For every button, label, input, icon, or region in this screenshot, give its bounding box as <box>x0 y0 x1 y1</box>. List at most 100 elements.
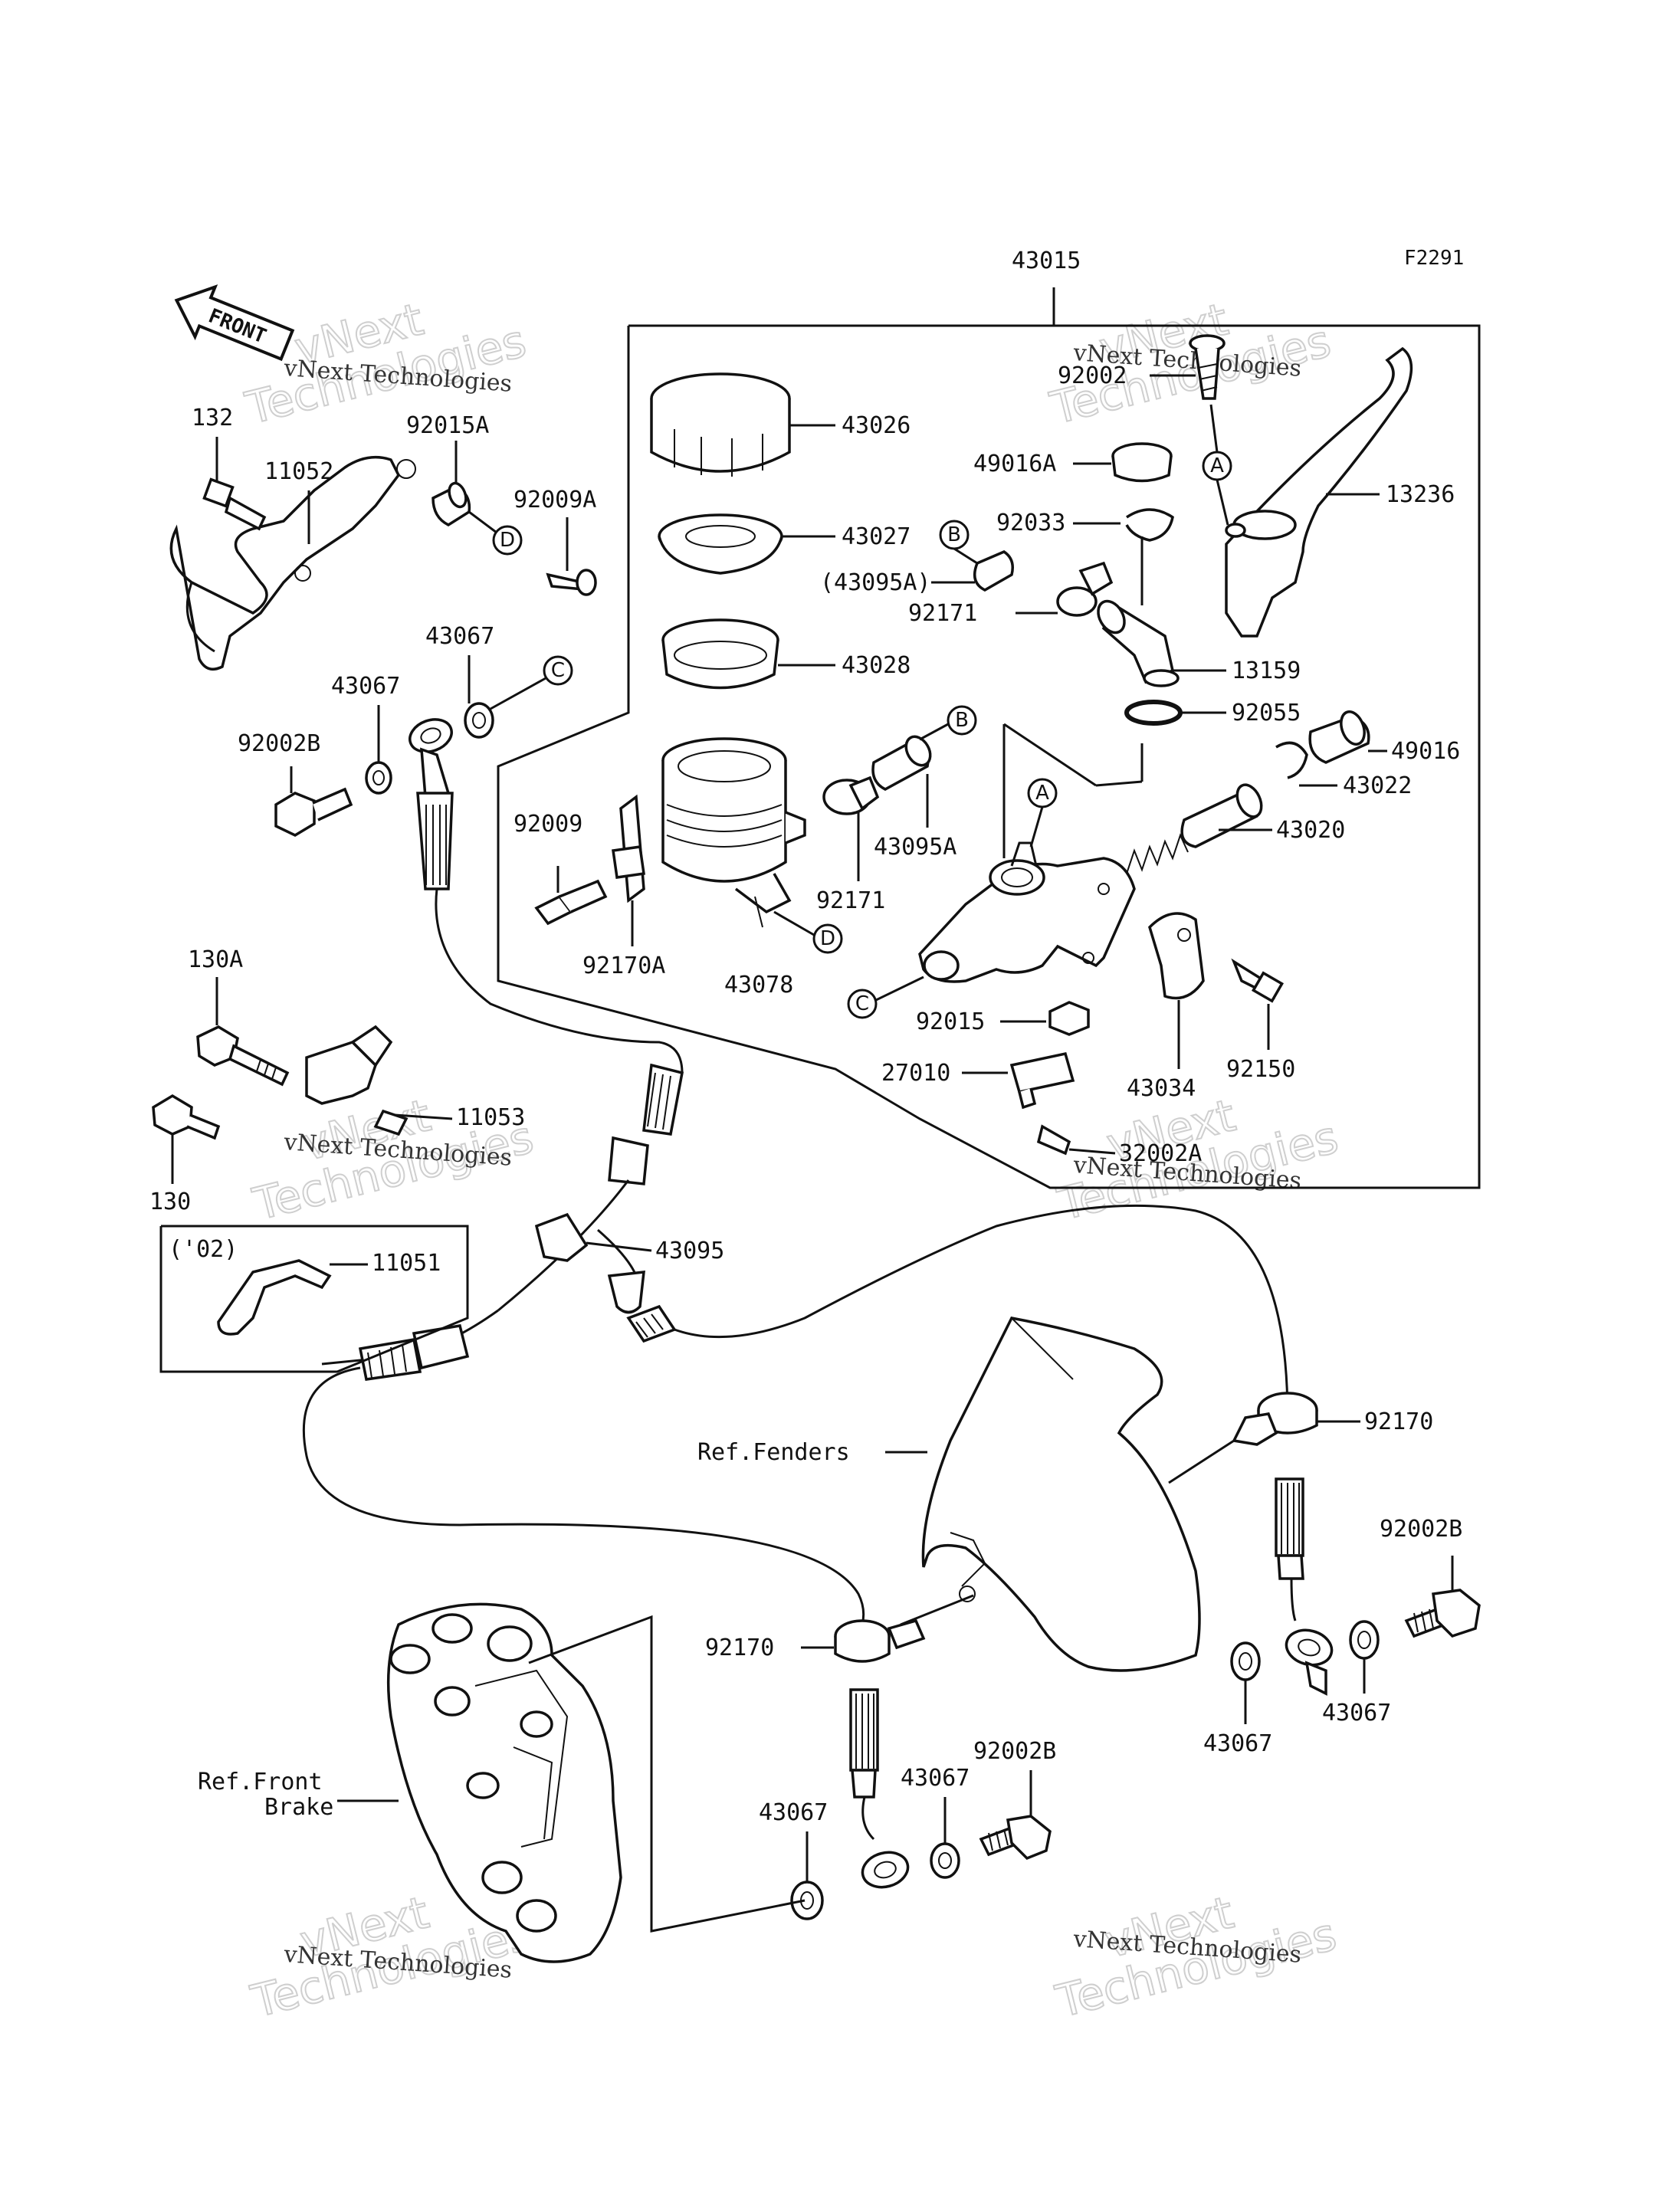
label-43067-bottom-a: 43067 <box>759 1799 828 1826</box>
clamp-92171-lower: 92171 <box>816 776 885 914</box>
bolt-92002B-bottom: 92002B <box>973 1738 1056 1861</box>
washer-43067-bottom-a: 43067 <box>759 1799 828 1920</box>
hose-fitting-left <box>358 1324 470 1381</box>
washer-43067-upper-b: 43067 <box>425 623 494 739</box>
holder-43034: 43034 <box>1127 912 1205 1102</box>
hose-fitting-left-lower <box>849 1688 910 1889</box>
svg-text:C: C <box>855 992 869 1015</box>
label-92171-upper: 92171 <box>908 600 977 627</box>
label-43078: 43078 <box>724 972 793 998</box>
collar-92015A: 92015A <box>406 412 489 527</box>
label-130A: 130A <box>188 946 243 973</box>
screw-92009A: 92009A <box>514 487 597 596</box>
washer-43067-upper-a: 43067 <box>331 673 400 795</box>
label-43022: 43022 <box>1343 772 1412 799</box>
splitter-43095: 43095 <box>497 1179 724 1314</box>
reservoir-43078: 43078 <box>661 737 806 998</box>
label-43034: 43034 <box>1127 1075 1196 1102</box>
diaphragm-plate-43027: 43027 <box>658 513 911 575</box>
bracket-11052: 11052 <box>169 455 416 671</box>
inset-box-02: ('02) 11051 <box>159 1225 469 1373</box>
label-92171-lower: 92171 <box>816 887 885 914</box>
label-13159: 13159 <box>1232 657 1301 684</box>
bracket-11053: 11053 <box>305 1025 525 1136</box>
svg-text:A: A <box>1210 454 1224 477</box>
label-ref-fenders: Ref.Fenders <box>697 1439 850 1466</box>
label-32002A: 32002A <box>1119 1140 1202 1167</box>
hose-fitting-right-lower <box>1275 1477 1334 1696</box>
callout-B-lower: B <box>919 705 977 741</box>
reservoir-cap-43026: 43026 <box>650 372 911 477</box>
label-43026: 43026 <box>842 412 911 439</box>
switch-27010: 27010 <box>881 1051 1075 1110</box>
lever-13236: 13236 <box>1225 346 1455 638</box>
cap-49016A: 49016A <box>973 442 1173 483</box>
label-92033: 92033 <box>996 510 1065 536</box>
label-49016A: 49016A <box>973 451 1056 477</box>
label-92002B-right: 92002B <box>1380 1516 1462 1543</box>
svg-text:D: D <box>820 927 835 950</box>
hose-guide-92170-right: 92170 <box>1168 1392 1433 1484</box>
washer-43067-right-a: 43067 <box>1203 1641 1272 1757</box>
figure-code: F2291 <box>1404 247 1464 270</box>
o-ring-92055: 92055 <box>1124 700 1301 726</box>
label-92009: 92009 <box>514 811 582 838</box>
nut-92015: 92015 <box>916 1001 1090 1036</box>
washer-43067-right-b: 43067 <box>1322 1620 1391 1726</box>
label-92002B-upper: 92002B <box>238 730 320 757</box>
washer-43067-bottom-b: 43067 <box>901 1765 970 1879</box>
brake-hose-upper <box>435 888 684 1074</box>
callout-C-union: C <box>490 655 573 710</box>
label-130: 130 <box>149 1189 191 1215</box>
label-13236: 13236 <box>1386 481 1455 508</box>
hose-43095A: 43095A <box>871 735 956 861</box>
label-11052: 11052 <box>264 458 333 485</box>
assembly-label: 43015 <box>1012 248 1081 274</box>
clamp-92171-upper: 92171 <box>908 561 1114 627</box>
bolt-132: 132 <box>192 405 267 531</box>
svg-text:A: A <box>1035 782 1049 805</box>
circlip-92033: 92033 <box>996 508 1174 542</box>
label-02: ('02) <box>169 1236 238 1263</box>
front-arrow-icon: FRONT <box>174 284 295 362</box>
master-cylinder-body <box>918 723 1144 983</box>
label-43095A-upper: (43095A) <box>820 569 931 596</box>
callout-A-body: A <box>1027 778 1058 848</box>
callout-C-body: C <box>847 976 924 1019</box>
label-43095: 43095 <box>655 1238 724 1264</box>
label-92170A: 92170A <box>582 953 665 979</box>
hose-43095A-upper: (43095A) <box>820 550 1014 596</box>
caliper-ref-front-brake: Ref.Front Brake <box>198 1602 806 1963</box>
assembly-43015-box: 43015 <box>497 248 1481 1189</box>
label-43067-right-a: 43067 <box>1203 1730 1272 1757</box>
label-43067-upper-b: 43067 <box>425 623 494 650</box>
label-132: 132 <box>192 405 233 431</box>
callout-D-bracket: D <box>468 510 523 556</box>
bolt-92002-top: 92002 <box>1058 334 1226 400</box>
bracket-92170A: 92170A <box>582 794 665 979</box>
label-92009A: 92009A <box>514 487 596 513</box>
label-92015: 92015 <box>916 1008 985 1035</box>
bolt-92002B-upper: 92002B <box>238 730 353 837</box>
label-92002-top: 92002 <box>1058 362 1127 389</box>
label-43095A-lower: 43095A <box>874 834 956 861</box>
hose-guide-92170-left: 92170 <box>705 1618 926 1663</box>
label-92015A: 92015A <box>406 412 489 439</box>
label-43067-right-b: 43067 <box>1322 1700 1391 1726</box>
diaphragm-43028: 43028 <box>661 618 911 690</box>
label-43020: 43020 <box>1276 817 1345 844</box>
svg-text:B: B <box>955 709 969 732</box>
front-fender: Ref.Fenders <box>697 1317 1201 1672</box>
label-43028: 43028 <box>842 652 911 679</box>
label-43067-upper-a: 43067 <box>331 673 400 700</box>
svg-text:C: C <box>551 659 565 682</box>
label-ref-front-brake-2: Brake <box>264 1794 333 1821</box>
brake-hose-lower-left <box>302 1366 865 1625</box>
label-ref-front-brake-1: Ref.Front <box>198 1769 323 1795</box>
svg-text:D: D <box>500 529 515 552</box>
screw-92009: 92009 <box>514 811 608 926</box>
hose-fitting-mid <box>608 1063 684 1185</box>
callout-B-upper: B <box>939 520 978 565</box>
label-11053: 11053 <box>456 1104 525 1131</box>
